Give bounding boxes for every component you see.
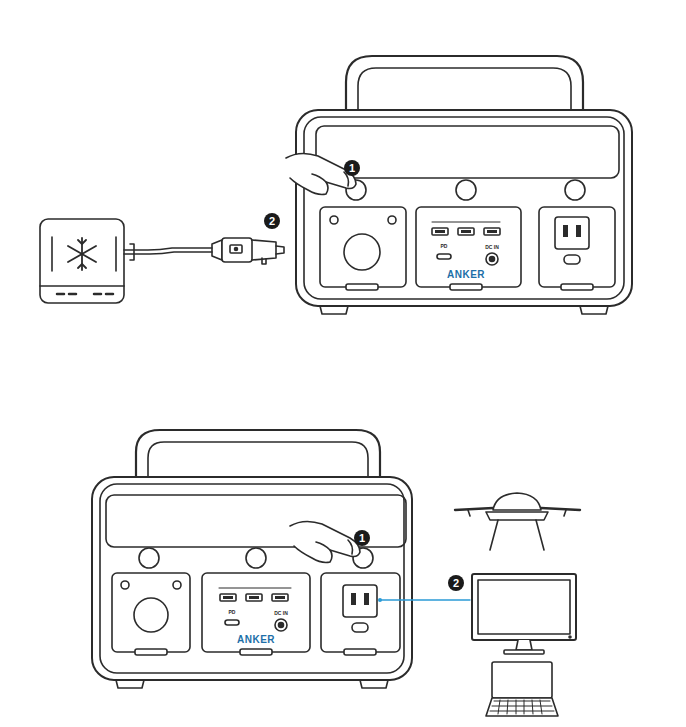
brand-logo: ANKER <box>447 270 485 280</box>
connection-line <box>380 599 470 600</box>
car-charger-plug <box>212 238 284 264</box>
car-cooler <box>40 219 212 303</box>
port-label: PD <box>441 244 448 249</box>
callout-number: 1 <box>359 533 365 544</box>
callout-number: 1 <box>349 163 355 174</box>
pointing-hand <box>290 521 360 562</box>
port-label: DC IN <box>274 611 288 616</box>
callout-badge <box>354 530 370 546</box>
monitor <box>472 574 576 654</box>
callout-number: 2 <box>269 216 275 227</box>
brand-logo: ANKER <box>237 635 275 645</box>
callout-badge <box>264 213 280 229</box>
laptop <box>486 662 558 716</box>
port-label: PD <box>229 610 236 615</box>
drone <box>455 493 580 550</box>
pointing-hand <box>286 153 356 194</box>
callout-badge <box>344 160 360 176</box>
port-label: DC IN <box>485 245 499 250</box>
callout-number: 2 <box>453 578 459 589</box>
callout-badge <box>448 575 464 591</box>
power-station-bottom <box>92 430 412 688</box>
